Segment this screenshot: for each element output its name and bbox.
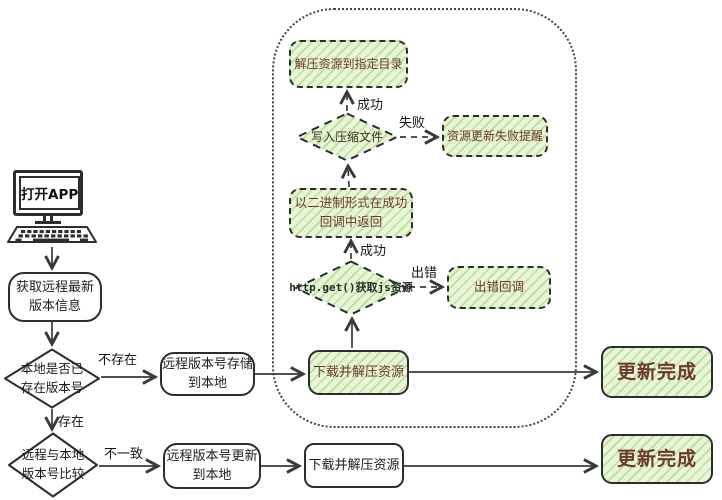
- node-label: 下载并解压资源: [312, 364, 404, 380]
- keyboard-icon: [7, 226, 97, 243]
- node-unzip-to-directory: 解压资源到指定目录: [289, 40, 408, 88]
- decision-compare-versions: 远程与本地 版本号比较: [7, 432, 99, 498]
- node-label: 远程版本号存储 到本地: [162, 356, 254, 392]
- node-binary-callback-return: 以二进制形式在成功 回调中返回: [289, 188, 413, 238]
- node-store-version-local: 远程版本号存储 到本地: [160, 352, 255, 396]
- edge-label-exist: 存在: [58, 415, 85, 430]
- node-label: 解压资源到指定目录: [294, 57, 403, 71]
- decision-write-zip-file: 写入压缩文件: [295, 112, 399, 162]
- node-label: 下载并解压资源: [308, 457, 400, 473]
- edge-binary-to-write: [348, 166, 349, 188]
- node-label: 远程版本号更新 到本地: [166, 448, 258, 484]
- subprocess-container: [272, 8, 577, 428]
- open-app-label: 打开APP: [21, 187, 79, 203]
- node-label: 更新完成: [616, 360, 697, 383]
- node-label: http.get()获取js资源: [289, 280, 413, 294]
- node-error-callback: 出错回调: [447, 266, 551, 309]
- node-update-done-top: 更新完成: [601, 346, 713, 398]
- node-label: 写入压缩文件: [310, 130, 383, 144]
- node-update-fail-notice: 资源更新失败提醒: [442, 115, 548, 157]
- node-label: 以二进制形式在成功 回调中返回: [294, 195, 408, 229]
- monitor-frame: 打开APP: [13, 170, 83, 216]
- node-download-unzip-top: 下载并解压资源: [308, 350, 409, 395]
- node-label: 资源更新失败提醒: [446, 129, 543, 143]
- node-label: 更新完成: [616, 447, 697, 470]
- computer-icon: 打开APP: [6, 170, 98, 250]
- node-fetch-remote-version: 获取远程最新 版本信息: [8, 272, 102, 322]
- decision-local-version-exists: 本地是否已 存在版本号: [3, 348, 101, 409]
- node-update-version-local: 远程版本号更新 到本地: [163, 443, 261, 489]
- node-label: 出错回调: [473, 279, 524, 295]
- edge-label-not-exist: 不存在: [98, 353, 138, 368]
- monitor-stand: [43, 216, 53, 222]
- edge-label-error: 出错: [411, 266, 438, 281]
- monitor-screen: 打开APP: [19, 176, 81, 210]
- edge-label-success-get: 成功: [360, 244, 387, 259]
- node-label: 远程与本地 版本号比较: [21, 447, 85, 481]
- edge-label-success-write: 成功: [357, 98, 384, 113]
- decision-http-get-js: http.get()获取js资源: [289, 260, 413, 316]
- node-download-unzip-bottom: 下载并解压资源: [304, 443, 404, 488]
- edge-label-fail: 失败: [399, 116, 426, 131]
- edge-label-not-equal: 不一致: [104, 447, 144, 462]
- monitor-stand-base: [35, 221, 61, 224]
- node-label: 本地是否已 存在版本号: [20, 360, 84, 395]
- node-label: 获取远程最新 版本信息: [15, 279, 94, 315]
- node-update-done-bottom: 更新完成: [601, 434, 713, 484]
